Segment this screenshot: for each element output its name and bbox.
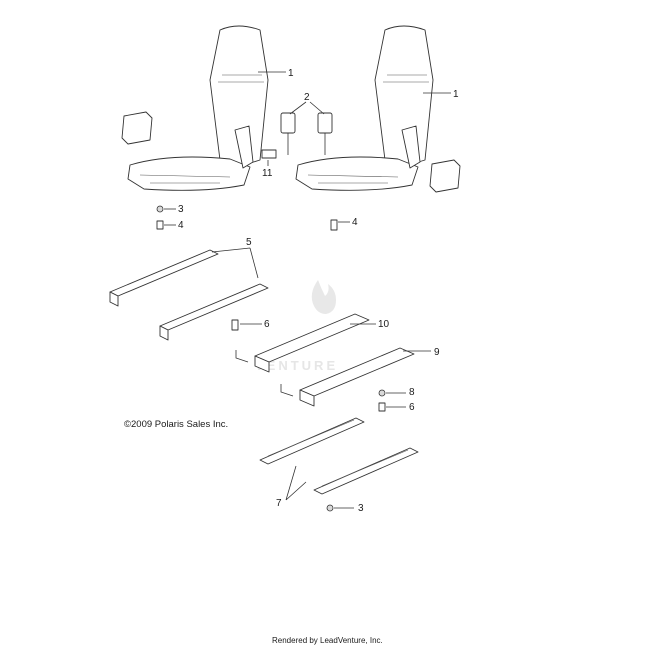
seat-belt-buckles [280,112,333,155]
callout-3-upper: 3 [178,204,184,215]
callout-1-left: 1 [288,68,294,79]
seat-right [295,25,434,191]
callout-4-left: 4 [178,220,184,231]
seat-rails [109,249,269,341]
hardware-left [156,205,164,230]
callout-5: 5 [246,237,252,248]
head-block-right [429,159,461,193]
nut-8 [378,389,386,397]
watermark: VENTURE [255,280,338,373]
label-sticker [261,149,277,159]
watermark-text: VENTURE [255,358,338,373]
seat-slider-10 [235,313,370,373]
seat-left [127,25,269,191]
callout-11: 11 [262,168,273,179]
seat-slider-9 [280,347,415,407]
callout-3-lower: 3 [358,503,364,514]
leader-lines [164,71,451,509]
callout-6-lower: 6 [409,402,415,413]
bolt-6-lower [378,402,386,412]
callout-6-upper: 6 [264,319,270,330]
callout-10: 10 [378,319,390,330]
mount-brackets [259,417,419,495]
footer-credit: Rendered by LeadVenture, Inc. [272,636,383,645]
nut-3-lower [326,504,334,512]
callout-4-right: 4 [352,217,358,228]
callout-1-right: 1 [453,89,459,100]
bolt-rail [231,319,239,331]
callout-8: 8 [409,387,415,398]
callout-7: 7 [276,498,282,509]
callout-9: 9 [434,347,440,358]
copyright-notice: ©2009 Polaris Sales Inc. [124,419,228,430]
bolt-right [330,219,338,231]
head-block-left [121,111,153,145]
callout-2: 2 [304,92,310,103]
